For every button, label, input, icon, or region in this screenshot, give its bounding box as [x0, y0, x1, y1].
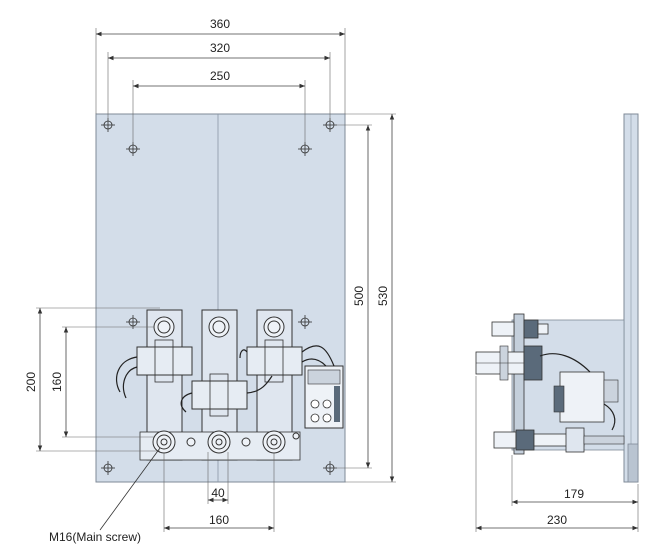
- terminal-bottom-right: [262, 430, 286, 454]
- terminal-top-center: [208, 316, 230, 338]
- mounting-hole: [101, 461, 115, 475]
- dim-height-lower-outer: 200: [24, 372, 38, 392]
- dim-terminal-span: 160: [209, 513, 229, 527]
- terminal-top-left: [153, 316, 175, 338]
- mounting-hole: [126, 315, 140, 329]
- top-dimensions: [95, 28, 346, 144]
- dim-mount-width-upper: 320: [210, 41, 230, 55]
- top-terminals: [153, 316, 285, 338]
- ct-center: [191, 380, 248, 410]
- side-bottom-bolt: [493, 427, 625, 453]
- side-ct: [475, 345, 543, 381]
- side-top-bolt: [491, 319, 549, 339]
- wiring: [116, 345, 335, 413]
- side-view: 179 230: [475, 113, 639, 532]
- side-dimensions: [475, 376, 639, 532]
- dim-depth-inner: 179: [564, 487, 584, 501]
- ct-left: [136, 346, 193, 376]
- terminal-bottom-left: [152, 430, 176, 454]
- dim-depth-total: 230: [547, 513, 567, 527]
- front-view: 360 320 250 500 530 200 160: [24, 17, 396, 544]
- terminal-bottom-center: [207, 430, 231, 454]
- callout-leader: [99, 447, 161, 531]
- right-dimensions: [334, 113, 396, 483]
- mounting-holes: [101, 118, 337, 475]
- callout-m16: M16(Main screw): [49, 530, 141, 544]
- dim-height-mount: 500: [352, 286, 366, 306]
- dim-width-outer: 360: [210, 17, 230, 31]
- mounting-hole: [101, 118, 115, 132]
- left-dimensions: [36, 307, 160, 452]
- current-transformers: [136, 339, 303, 417]
- bottom-dimensions: [163, 452, 275, 532]
- dim-height-lower-inner: 160: [50, 372, 64, 392]
- ct-right: [246, 346, 303, 376]
- side-relay: [539, 353, 619, 431]
- dim-terminal-pitch: 40: [211, 486, 225, 500]
- mounting-hole: [126, 142, 140, 156]
- bottom-terminals: [152, 430, 300, 454]
- overload-relay: [304, 365, 344, 429]
- dim-mount-width-inner: 250: [210, 69, 230, 83]
- mounting-hole: [298, 315, 312, 329]
- dim-height-total: 530: [376, 286, 390, 306]
- terminal-top-right: [263, 316, 285, 338]
- mounting-hole: [298, 142, 312, 156]
